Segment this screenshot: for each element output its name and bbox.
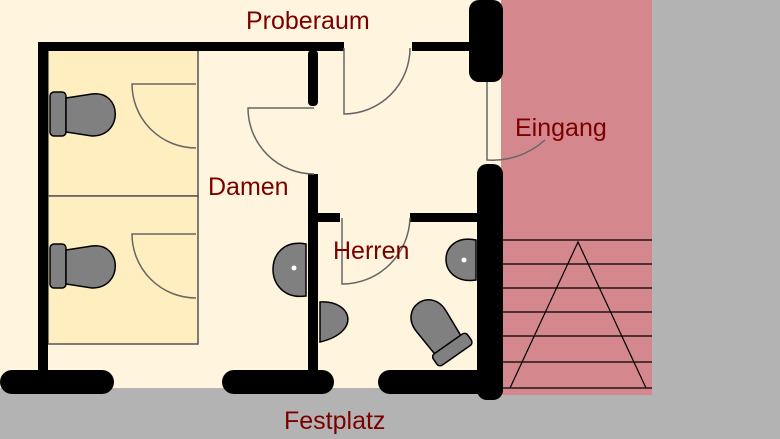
entrance-area	[501, 0, 652, 395]
walls	[0, 0, 503, 400]
door-swing-icon	[131, 47, 546, 299]
sink-icon	[445, 238, 477, 282]
toilet-icon	[49, 243, 116, 289]
sink-icon	[272, 242, 307, 297]
wall-column-top	[469, 0, 503, 82]
label-festplatz: Festplatz	[284, 407, 385, 435]
label-proberaum: Proberaum	[246, 7, 370, 35]
label-herren: Herren	[333, 237, 409, 265]
label-eingang: Eingang	[515, 114, 607, 142]
stairs-icon	[501, 239, 652, 389]
urinal-icon	[319, 301, 349, 343]
toilet-icon	[49, 91, 116, 137]
toilet-icon	[410, 299, 473, 367]
label-damen: Damen	[208, 173, 289, 201]
